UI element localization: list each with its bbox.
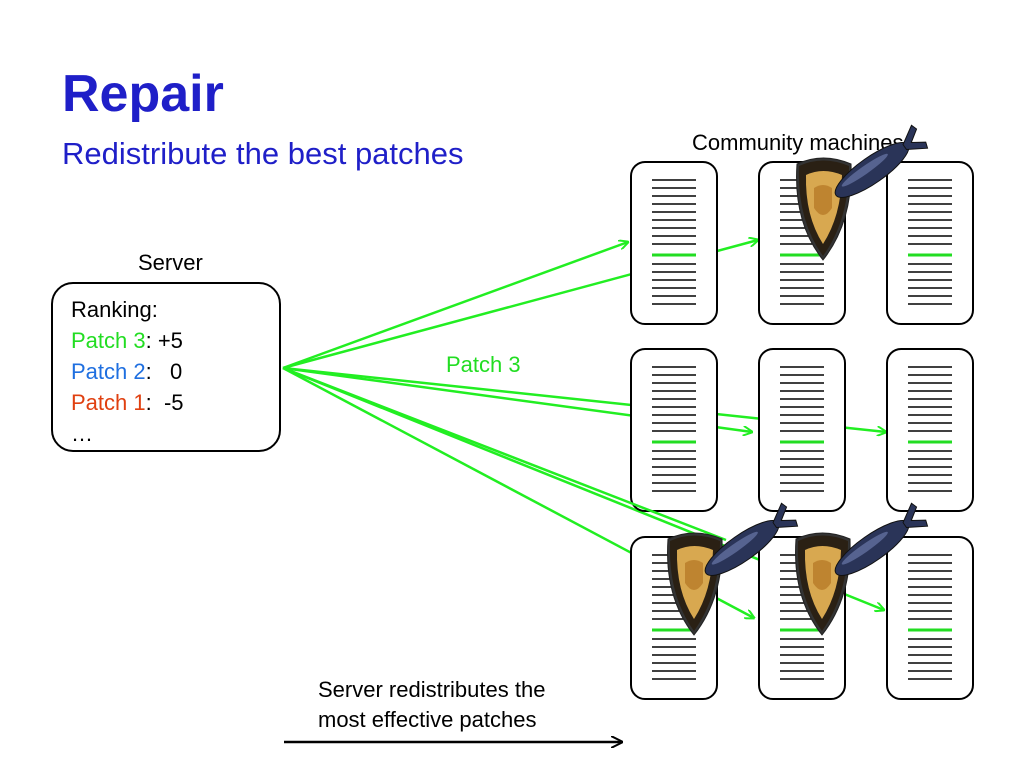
patch-3-score: : +5 bbox=[145, 328, 183, 353]
patch-1-name: Patch 1 bbox=[71, 390, 146, 415]
machine-r1c3 bbox=[885, 160, 975, 326]
caption: Server redistributes the most effective … bbox=[318, 675, 545, 735]
ranking-row-patch-1: Patch 1: -5 bbox=[71, 387, 279, 418]
server-label: Server bbox=[138, 250, 203, 275]
ranking-header: Ranking: bbox=[71, 297, 158, 322]
arrow-over-r3c1 bbox=[282, 366, 727, 542]
machine-r2c1 bbox=[629, 347, 719, 513]
patch-3-name: Patch 3 bbox=[71, 328, 146, 353]
patch-2-name: Patch 2 bbox=[71, 359, 146, 384]
slide-subtitle: Redistribute the best patches bbox=[62, 136, 464, 171]
machine-r2c2 bbox=[757, 347, 847, 513]
patch-1-score: : -5 bbox=[145, 390, 184, 415]
arrow-to-machine-r1c1 bbox=[282, 242, 628, 370]
machine-r2c3 bbox=[885, 347, 975, 513]
ranking-ellipsis: … bbox=[71, 421, 93, 446]
ranking-row-patch-3: Patch 3: +5 bbox=[71, 325, 279, 356]
machine-r1c1 bbox=[629, 160, 719, 326]
community-label: Community machines bbox=[692, 130, 904, 155]
ranking-row-patch-2: Patch 2: 0 bbox=[71, 356, 279, 387]
patch-3-arrow-label: Patch 3 bbox=[446, 352, 521, 377]
community-machines bbox=[629, 160, 975, 701]
slide-title: Repair bbox=[62, 65, 224, 123]
patch-2-score: : 0 bbox=[145, 359, 183, 384]
server-box: Ranking: Patch 3: +5 Patch 2: 0 Patch 1:… bbox=[51, 282, 281, 452]
caption-line-1: Server redistributes the bbox=[318, 677, 546, 702]
machine-r3c3 bbox=[885, 535, 975, 701]
caption-line-2: most effective patches bbox=[318, 707, 537, 732]
